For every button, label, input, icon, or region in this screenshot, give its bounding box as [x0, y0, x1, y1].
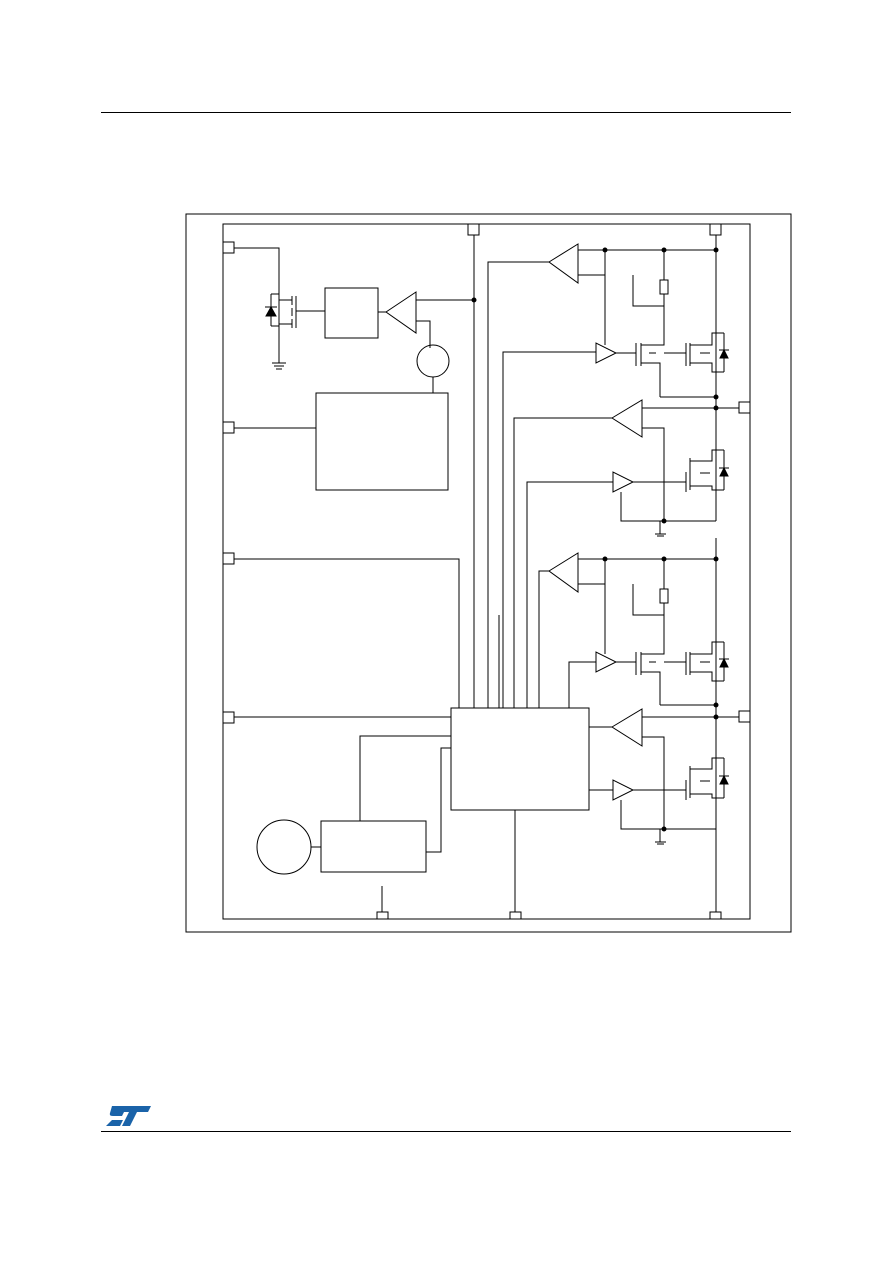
current-source-circle — [416, 344, 450, 378]
sense-resistor — [659, 279, 669, 295]
input-protection — [234, 247, 325, 370]
footer-rule — [101, 1131, 791, 1132]
regulator-block — [324, 287, 379, 339]
half-bridge-2 — [548, 538, 739, 912]
device-outline — [222, 223, 751, 920]
left-pin-4 — [222, 711, 235, 724]
gate-driver-low-2 — [612, 779, 635, 801]
gate-driver-high-2 — [595, 651, 618, 673]
charge-pump-block — [315, 392, 449, 491]
sense-amplifier-2 — [548, 552, 579, 593]
bottom-pin-3 — [709, 911, 722, 920]
bottom-pin-1 — [376, 911, 389, 920]
right-pin-1 — [738, 401, 751, 414]
oscillator-circle — [256, 819, 312, 875]
sense-amplifier — [548, 243, 579, 284]
st-logo — [106, 1106, 151, 1126]
right-pin-2 — [738, 710, 751, 723]
overcurrent-comparator-2 — [611, 708, 643, 747]
half-bridge-1 — [548, 235, 739, 537]
gate-driver-high — [595, 342, 618, 364]
left-pin-1 — [222, 241, 235, 254]
pins — [222, 223, 751, 920]
gate-driver-low — [612, 471, 635, 493]
top-pin-2 — [709, 223, 722, 236]
figure-frame — [185, 213, 792, 933]
overcurrent-comparator — [611, 399, 643, 438]
oscillator-block — [320, 820, 427, 873]
regulator-amplifier — [385, 291, 417, 334]
left-pin-3 — [222, 552, 235, 565]
header-rule — [101, 112, 791, 113]
sense-resistor-2 — [659, 588, 669, 604]
left-pin-2 — [222, 421, 235, 434]
top-pin-1 — [467, 223, 480, 236]
control-logic-block — [450, 707, 590, 811]
bottom-pin-2 — [509, 911, 522, 920]
